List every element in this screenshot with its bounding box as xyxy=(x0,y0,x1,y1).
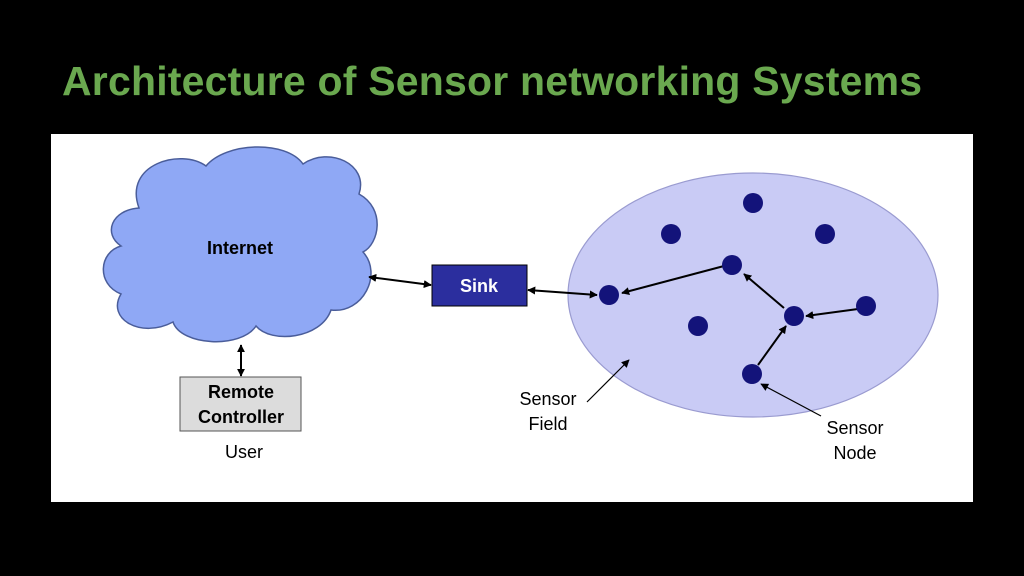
sensor-node xyxy=(722,255,742,275)
sink-field-arrow xyxy=(527,286,598,299)
route-arrow xyxy=(621,265,725,296)
sensor-node xyxy=(856,296,876,316)
cloud-shape xyxy=(102,146,378,343)
diagram-panel: Internet Sink Remote Controller User xyxy=(51,134,973,502)
internet-sink-arrow xyxy=(368,273,432,289)
sensor-node xyxy=(784,306,804,326)
sensor-field-label-line2: Field xyxy=(528,414,567,434)
sensor-node xyxy=(742,364,762,384)
sink-box xyxy=(431,264,528,307)
sensor-node xyxy=(743,193,763,213)
slide-title: Architecture of Sensor networking System… xyxy=(62,58,923,104)
remote-controller-box xyxy=(179,376,302,432)
remote-controller-label-line2: Controller xyxy=(198,407,284,427)
route-arrow xyxy=(743,273,785,309)
route-arrow xyxy=(757,325,787,366)
internet-label: Internet xyxy=(207,238,273,258)
sensor-node-callout-arrow xyxy=(760,383,822,417)
sensor-node xyxy=(815,224,835,244)
user-label: User xyxy=(225,442,263,462)
sensor-field-callout-arrow xyxy=(586,359,630,403)
internet-cloud: Internet xyxy=(102,146,378,343)
architecture-diagram: Internet Sink Remote Controller User xyxy=(102,146,939,463)
route-arrow xyxy=(805,308,859,320)
sensor-node xyxy=(661,224,681,244)
sensor-node-label-line1: Sensor xyxy=(826,418,883,438)
sensor-node xyxy=(688,316,708,336)
remote-controller-label-line1: Remote xyxy=(208,382,274,402)
sensor-node-label-line2: Node xyxy=(833,443,876,463)
sink-label: Sink xyxy=(460,276,499,296)
sensor-field-label-line1: Sensor xyxy=(519,389,576,409)
sensor-node xyxy=(599,285,619,305)
